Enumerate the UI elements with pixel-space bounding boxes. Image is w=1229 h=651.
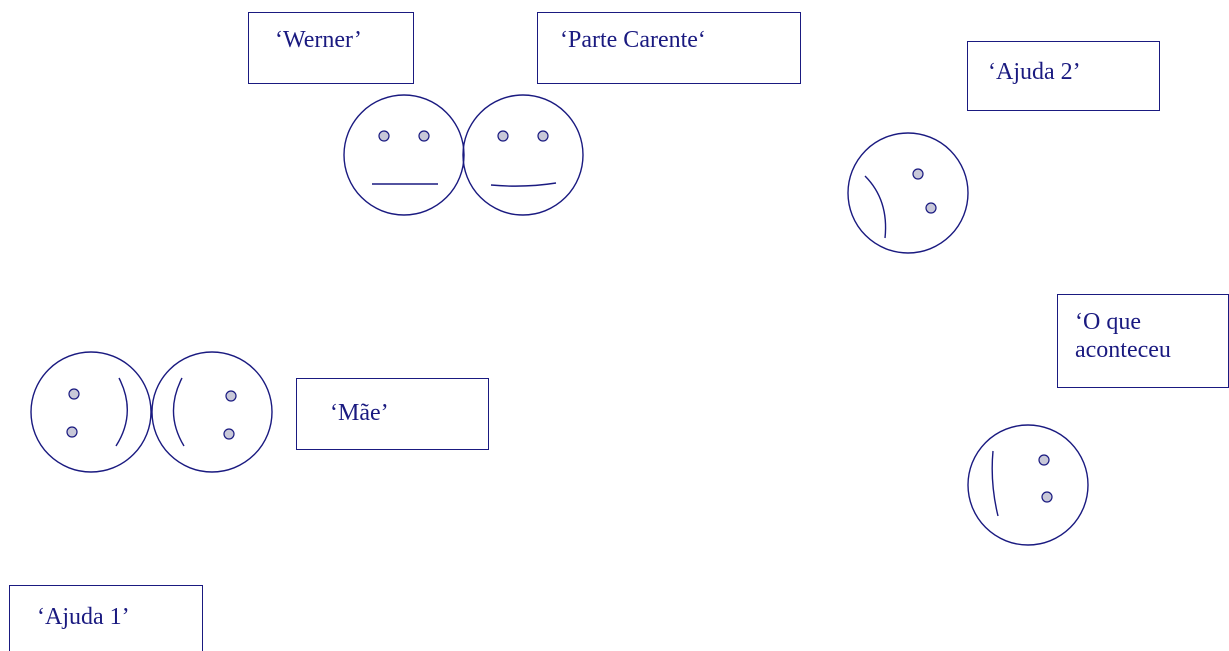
- parte-carente-face-mouth: [490, 182, 557, 187]
- mae-label-box: ‘Mãe’: [296, 378, 489, 450]
- parte-carente-face-head: [462, 94, 584, 216]
- werner-face-head: [343, 94, 465, 216]
- parte-carente-label: ‘Parte Carente‘: [560, 27, 706, 53]
- ajuda-2-face-mouth: [864, 175, 887, 239]
- mae-left-face-mouth: [115, 377, 128, 447]
- parte-carente-label-box: ‘Parte Carente‘: [537, 12, 801, 84]
- o-que-aconteceu-label-box: ‘O que aconteceu: [1057, 294, 1229, 388]
- o-que-aconteceu-face-mouth: [991, 450, 999, 517]
- mae-left-face-head: [30, 351, 152, 473]
- ajuda-2-face: [847, 132, 969, 254]
- ajuda-1-label-box: ‘Ajuda 1’: [9, 585, 203, 651]
- mae-right-face: [151, 351, 273, 473]
- werner-face-left-eye: [378, 130, 390, 142]
- parte-carente-face-right-eye: [537, 130, 549, 142]
- o-que-aconteceu-label-line2: aconteceu: [1075, 337, 1171, 363]
- werner-label: ‘Werner’: [275, 27, 362, 53]
- mae-left-face: [30, 351, 152, 473]
- mae-left-face-upper-eye: [68, 388, 80, 400]
- o-que-aconteceu-face-upper-eye: [1038, 454, 1050, 466]
- werner-face-right-eye: [418, 130, 430, 142]
- ajuda-2-label-box: ‘Ajuda 2’: [967, 41, 1160, 111]
- ajuda-2-face-upper-eye: [912, 168, 924, 180]
- mae-left-face-lower-eye: [66, 426, 78, 438]
- o-que-aconteceu-face: [967, 424, 1089, 546]
- mae-right-face-head: [151, 351, 273, 473]
- mae-right-face-lower-eye: [223, 428, 235, 440]
- werner-label-box: ‘Werner’: [248, 12, 414, 84]
- parte-carente-face-left-eye: [497, 130, 509, 142]
- o-que-aconteceu-face-head: [967, 424, 1089, 546]
- ajuda-1-label: ‘Ajuda 1’: [37, 604, 130, 630]
- ajuda-2-face-lower-eye: [925, 202, 937, 214]
- mae-label: ‘Mãe’: [330, 400, 389, 426]
- o-que-aconteceu-label-line1: ‘O que: [1075, 309, 1141, 335]
- ajuda-2-face-head: [847, 132, 969, 254]
- o-que-aconteceu-face-lower-eye: [1041, 491, 1053, 503]
- parte-carente-face: [462, 94, 584, 216]
- ajuda-2-label: ‘Ajuda 2’: [988, 59, 1081, 85]
- mae-right-face-upper-eye: [225, 390, 237, 402]
- mae-right-face-mouth: [172, 377, 185, 447]
- werner-face: [343, 94, 465, 216]
